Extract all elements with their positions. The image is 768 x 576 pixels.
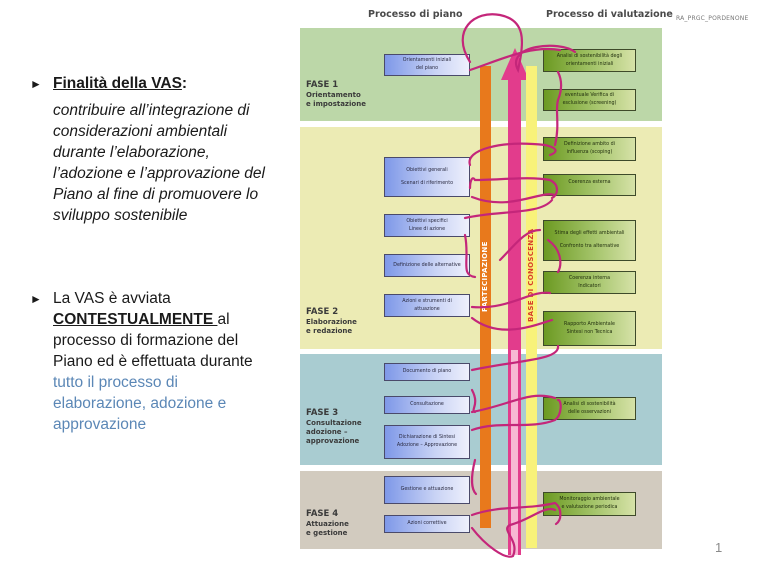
box-text: Analisi di sostenibilità <box>563 401 616 407</box>
partecipazione-label: PARTECIPAZIONE <box>481 241 489 312</box>
phase-name-line: Attuazione <box>306 520 349 528</box>
phase-label-2: FASE 2 Elaborazione e redazione <box>306 307 357 336</box>
box-text: Analisi di sostenibilità degli <box>556 53 623 59</box>
box-text: Indicatori <box>578 283 601 289</box>
box-text: Definizione delle alternative <box>393 262 461 268</box>
box-text: Obiettivi generali <box>406 167 448 173</box>
box-text: Azioni correttive <box>407 521 447 526</box>
phase-name-line: e redazione <box>306 327 353 335</box>
box-text: Dichiarazione di Sintesi <box>398 435 456 440</box>
box-text: Obiettivi specifici <box>406 218 448 224</box>
box-text: Definizione ambito di <box>563 142 616 147</box>
phase-name-line: Elaborazione <box>306 318 357 326</box>
plan-box: Orientamenti iniziali del piano <box>384 54 470 76</box>
box-text: Consultazione <box>410 402 444 407</box>
phase-number: FASE 4 <box>306 509 339 519</box>
phase-number: FASE 2 <box>306 307 339 317</box>
box-text: Confronto tra alternative <box>559 244 620 249</box>
bullet-text-before: La VAS è avviata <box>53 290 171 307</box>
box-text: Stima degli effetti ambientali <box>554 231 625 236</box>
header-processo-valutazione: Processo di valutazione <box>546 9 673 20</box>
bullet-contestualmente: ► La VAS è avviata CONTESTUALMENTE al pr… <box>30 288 270 435</box>
plan-box: Consultazione <box>384 396 470 414</box>
eval-box: Definizione ambito di influenza (scoping) <box>543 137 636 161</box>
box-text: Documento di piano <box>402 369 452 374</box>
box-text: e valutazione periodica <box>561 505 618 510</box>
bullet-highlight: tutto il processo di elaborazione, adozi… <box>53 374 227 433</box>
phase-number: FASE 3 <box>306 408 339 418</box>
box-text: attuazione <box>414 306 440 312</box>
box-text: eventuale Verifica di <box>564 93 615 98</box>
base-conoscenza-label: BASE DI CONOSCENZA <box>527 228 535 322</box>
phase-number: FASE 1 <box>306 80 339 90</box>
phase-label-1: FASE 1 Orientamento e impostazione <box>306 80 366 109</box>
document-reference: RA_PRGC_PORDENONE <box>676 15 749 22</box>
triangle-right-bullet-icon: ► <box>30 77 42 91</box>
box-text: Adozione – Approvazione <box>396 443 458 448</box>
phase-label-4: FASE 4 Attuazione e gestione <box>306 509 349 538</box>
eval-box: Analisi di sostenibilità delle osservazio… <box>543 397 636 420</box>
box-text: delle osservazioni <box>568 409 611 415</box>
vas-process-diagram: Processo di piano Processo di valutazion… <box>300 0 768 576</box>
box-text: Coerenza interna <box>568 275 611 281</box>
plan-box: Gestione e attuazione <box>384 476 470 504</box>
phase-name-line: adozione – <box>306 428 348 436</box>
box-text: del piano <box>415 66 439 71</box>
box-text: orientamenti iniziali <box>565 61 614 67</box>
box-text: influenza (scoping) <box>566 150 613 155</box>
process-arrow-shaft-light <box>511 350 518 555</box>
bullet-title-colon: : <box>181 75 188 92</box>
box-text: esclusione (screening) <box>562 101 617 106</box>
bullet-title-line: Finalità della VAS: <box>53 73 270 94</box>
phase-name-line: Orientamento <box>306 91 361 99</box>
phase-label-3: FASE 3 Consultazione adozione – approvaz… <box>306 408 362 446</box>
eval-box: Monitoraggio ambientale e valutazione per… <box>543 492 636 516</box>
up-arrow-icon <box>501 48 529 80</box>
bullet-text: La VAS è avviata CONTESTUALMENTE al proc… <box>53 288 270 435</box>
phase-name-line: approvazione <box>306 437 360 445</box>
box-text: Azioni e strumenti di <box>402 298 452 304</box>
plan-box: Definizione delle alternative <box>384 254 470 277</box>
box-text: Gestione e attuazione <box>400 487 454 492</box>
phase-name-line: Consultazione <box>306 419 362 427</box>
bullet-finalita: ► Finalità della VAS: contribuire all’in… <box>30 73 270 226</box>
bullet-text: contribuire all’integrazione di consider… <box>53 102 265 224</box>
plan-box: Azioni correttive <box>384 515 470 533</box>
bullet-emphasis: CONTESTUALMENTE <box>53 311 218 328</box>
plan-box: Documento di piano <box>384 363 470 381</box>
box-text: Linee di azione <box>408 226 446 232</box>
phase-name-line: e impostazione <box>306 100 366 108</box>
bullet-text-middle: al processo di formazione del Piano ed è… <box>53 311 253 370</box>
eval-box: eventuale Verifica di esclusione (screeni… <box>543 89 636 111</box>
box-text: Scenari di riferimento <box>400 180 454 186</box>
eval-box: Analisi di sostenibilità degli orientamen… <box>543 49 636 72</box>
triangle-right-bullet-icon: ► <box>30 292 42 306</box>
bullet-title: Finalità della VAS <box>53 75 182 92</box>
eval-box: Coerenza esterna <box>543 174 636 196</box>
plan-box: Azioni e strumenti di attuazione <box>384 294 470 317</box>
box-text: Coerenza esterna <box>568 180 611 185</box>
phase-name-line: e gestione <box>306 529 348 537</box>
box-text: Sintesi non Tecnica <box>566 329 613 335</box>
header-processo-piano: Processo di piano <box>368 9 463 20</box>
box-text: Orientamenti iniziali <box>402 58 452 63</box>
box-text: Monitoraggio ambientale <box>559 497 620 502</box>
page-number: 1 <box>715 540 723 555</box>
box-text: Rapporto Ambientale <box>564 321 615 327</box>
